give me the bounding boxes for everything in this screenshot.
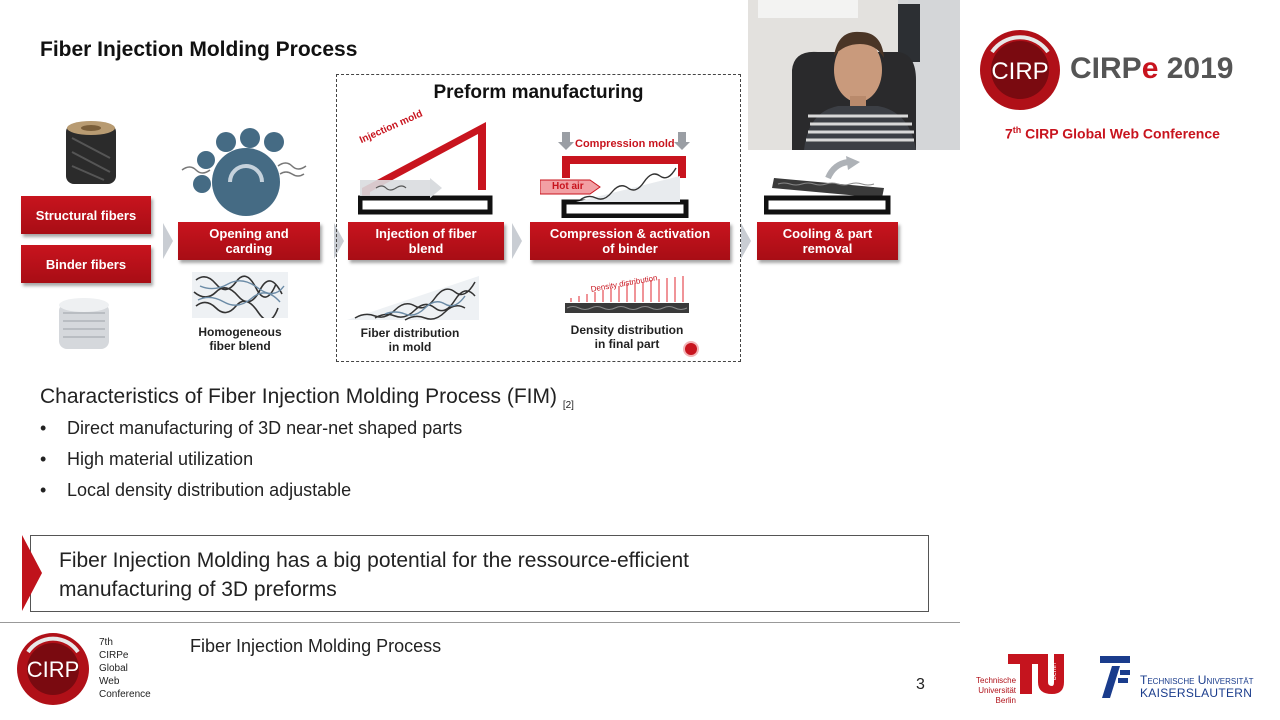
carding-machine-illustration	[180, 126, 310, 218]
conference-subtitle: 7th CIRP Global Web Conference	[1005, 125, 1220, 142]
callout-line1: Fiber Injection Molding has a big potent…	[59, 549, 689, 572]
structural-fibers-box: Structural fibers	[21, 196, 151, 234]
cirp-logo-text: CIRP	[991, 58, 1048, 85]
tu-berlin-mark: berlin	[1051, 662, 1059, 681]
tu-berlin-line2: Universität	[978, 686, 1016, 695]
hot-air-label: Hot air	[552, 181, 584, 192]
binder-fiber-spool-image	[53, 295, 115, 357]
step-4-label-line2: removal	[802, 241, 853, 256]
reference-marker: [2]	[562, 400, 574, 412]
footer-divider	[0, 622, 960, 623]
step-cooling-box: Cooling & part removal	[757, 222, 898, 260]
conf-rest: CIRP Global Web Conference	[1021, 125, 1220, 142]
process-arrow-2	[334, 223, 344, 259]
step-3-label-line2: of binder	[602, 241, 658, 256]
step-3-caption: Density distribution in final part	[565, 323, 689, 351]
compression-mold-illustration	[540, 130, 690, 219]
page-number: 3	[916, 676, 925, 693]
characteristics-list: •Direct manufacturing of 3D near-net sha…	[40, 418, 462, 511]
webcam-video-feed	[748, 0, 960, 150]
conf-line-1: 7th	[99, 637, 113, 648]
conference-title-year: 2019	[1158, 52, 1234, 85]
binder-fibers-box: Binder fibers	[21, 245, 151, 283]
step-3-caption-line2: in final part	[594, 337, 660, 351]
footer-title: Fiber Injection Molding Process	[190, 636, 442, 656]
step-1-label-line1: Opening and	[209, 226, 289, 241]
process-arrow-4	[741, 223, 751, 259]
step-2-caption: Fiber distribution in mold	[350, 326, 470, 354]
hot-air-arrow	[539, 178, 602, 196]
preform-manufacturing-group	[336, 74, 741, 362]
carbon-fiber-spool-image	[60, 118, 122, 188]
process-arrow-1	[163, 223, 173, 259]
conference-title-e: e	[1141, 52, 1159, 85]
callout-marker	[22, 535, 42, 611]
part-removal-illustration	[763, 156, 894, 218]
conf-line-4: Web	[99, 676, 120, 687]
step-3-label-line1: Compression & activation	[549, 226, 711, 241]
fiber-distribution-image	[345, 274, 481, 322]
step-1-label-line2: carding	[225, 241, 273, 256]
density-distribution-image	[565, 274, 689, 316]
callout-line2: manufacturing of 3D preforms	[59, 578, 337, 601]
characteristics-heading-text: Characteristics of Fiber Injection Moldi…	[40, 385, 557, 408]
conf-line-2: CIRPe	[99, 650, 129, 661]
slide-title: Fiber Injection Molding Process	[40, 38, 358, 61]
step-2-label-line2: blend	[408, 241, 444, 256]
step-opening-carding-box: Opening and carding	[178, 222, 320, 260]
step-1-caption: Homogeneous fiber blend	[180, 325, 300, 353]
step-2-caption-line1: Fiber distribution	[360, 326, 460, 340]
cirp-footer-logo: CIRP	[14, 630, 92, 708]
tu-berlin-line1: Technische	[976, 676, 1017, 685]
pointer-cursor-icon	[685, 343, 697, 355]
conference-title-main: CIRP	[1070, 52, 1142, 85]
bullet-text: High material utilization	[67, 449, 254, 469]
list-item: •Direct manufacturing of 3D near-net sha…	[40, 418, 462, 449]
conf-sup: th	[1012, 125, 1022, 135]
bullet-text: Local density distribution adjustable	[67, 480, 352, 500]
footer-conference-label: 7th CIRPe Global Web Conference	[99, 636, 151, 701]
conf-num: 7	[1005, 125, 1013, 142]
injection-mold-illustration	[357, 118, 494, 216]
tu-berlin-logo: Technische Universität Berlin berlin	[976, 652, 1066, 705]
step-1-caption-line2: fiber blend	[209, 339, 271, 353]
tuk-line1: Technische Universität	[1140, 673, 1254, 687]
preform-manufacturing-title: Preform manufacturing	[433, 82, 644, 103]
compression-mold-label: Compression mold	[575, 138, 675, 150]
cirp-footer-logo-text: CIRP	[27, 657, 80, 682]
process-arrow-3	[512, 223, 522, 259]
step-2-caption-line2: in mold	[388, 340, 432, 354]
conf-line-3: Global	[99, 663, 128, 674]
step-compression-box: Compression & activation of binder	[530, 222, 730, 260]
conference-side-panel	[960, 0, 1280, 720]
characteristics-heading: Characteristics of Fiber Injection Moldi…	[40, 385, 574, 411]
step-4-label-line1: Cooling & part	[782, 226, 873, 241]
step-injection-box: Injection of fiber blend	[348, 222, 504, 260]
list-item: •High material utilization	[40, 449, 462, 480]
conference-title: CIRPe 2019	[1070, 52, 1233, 86]
tu-kaiserslautern-logo: Technische Universität Kaiserslautern	[1094, 654, 1254, 700]
step-2-label-line1: Injection of fiber	[375, 226, 477, 241]
tu-berlin-line3: Berlin	[995, 696, 1016, 705]
step-3-caption-line1: Density distribution	[570, 323, 684, 337]
step-1-caption-line1: Homogeneous	[198, 325, 282, 339]
tuk-line2: Kaiserslautern	[1140, 686, 1253, 700]
conclusion-callout: Fiber Injection Molding has a big potent…	[30, 535, 929, 612]
bullet-text: Direct manufacturing of 3D near-net shap…	[67, 418, 463, 438]
conf-line-5: Conference	[99, 689, 151, 700]
list-item: •Local density distribution adjustable	[40, 480, 462, 511]
fiber-blend-image	[192, 272, 288, 321]
cirp-logo: CIRP	[978, 28, 1062, 112]
